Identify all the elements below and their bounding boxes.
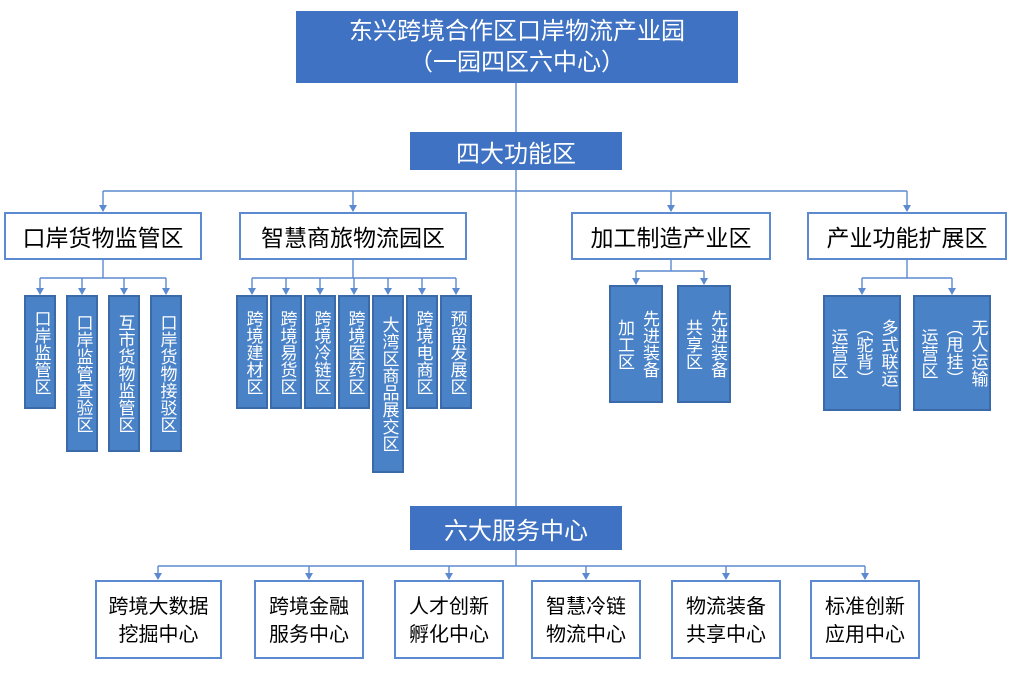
item-text: 大湾区商品展交区 [378, 316, 399, 452]
center-text: 物流中心 [546, 621, 626, 646]
arrowhead [632, 278, 640, 285]
service-centers-label: 六大服务中心 [444, 516, 588, 545]
arrowhead [722, 573, 730, 580]
item-building-materials: 跨境建材区 [236, 295, 268, 409]
center-text: 跨境金融 [269, 593, 349, 618]
arrowhead [316, 288, 324, 295]
center-text: 挖掘中心 [118, 621, 199, 646]
center-talent-innovation: 人才创新 孵化中心 [394, 580, 504, 659]
item-text: （驼背） [852, 319, 873, 387]
item-pharmaceutical: 跨境医药区 [338, 295, 370, 409]
item-text: 口岸监管查验区 [72, 314, 93, 433]
center-cross-border-big-data: 跨境大数据 挖掘中心 [95, 580, 222, 659]
item-text: 口岸监管区 [30, 309, 51, 395]
center-equipment-sharing: 物流装备 共享中心 [671, 580, 781, 659]
arrowhead [700, 278, 708, 285]
item-text: 口岸货物接驳区 [156, 314, 177, 433]
center-text: 跨境大数据 [108, 593, 209, 618]
item-text: 跨境医药区 [344, 309, 365, 395]
center-text: 标准创新 [825, 593, 905, 618]
arrowhead [99, 205, 107, 212]
item-text: 先进装备 [707, 310, 727, 378]
item-barter-trade: 跨境易货区 [270, 295, 302, 409]
zone-label: 加工制造产业区 [590, 226, 752, 252]
arrowhead [162, 288, 170, 295]
functional-areas-label: 四大功能区 [456, 139, 576, 168]
zone-label: 智慧商旅物流园区 [261, 226, 445, 252]
item-text: 运营区 [827, 327, 848, 379]
zone-label: 口岸货物监管区 [22, 226, 184, 252]
arrowhead [452, 288, 460, 295]
arrowhead [858, 288, 866, 295]
arrowhead [350, 288, 358, 295]
item-text: 跨境易货区 [276, 309, 297, 395]
item-text: （甩挂） [942, 319, 963, 387]
item-ecommerce: 跨境电商区 [406, 295, 438, 409]
item-port-transfer: 口岸货物接驳区 [150, 295, 182, 452]
arrowhead [445, 573, 453, 580]
item-text: 共享区 [682, 318, 702, 370]
center-cross-border-finance: 跨境金融 服务中心 [254, 580, 364, 659]
arrowhead [861, 573, 869, 580]
arrowhead [36, 288, 44, 295]
center-text: 人才创新 [409, 593, 489, 618]
arrowhead [248, 288, 256, 295]
item-text: 跨境建材区 [242, 309, 263, 395]
item-port-supervision: 口岸监管区 [24, 295, 56, 409]
park-title-line2: （一园四区六中心） [409, 48, 625, 76]
center-text: 孵化中心 [409, 621, 489, 646]
item-text: 跨境冷链区 [310, 309, 331, 395]
park-title: 东兴跨境合作区口岸物流产业园 （一园四区六中心） [296, 11, 738, 83]
zone-industry-expansion: 产业功能扩展区 [807, 212, 1007, 260]
item-text: 运营区 [917, 327, 938, 379]
service-centers-header: 六大服务中心 [410, 506, 622, 550]
arrowhead [582, 573, 590, 580]
zone-port-cargo-supervision: 口岸货物监管区 [4, 212, 202, 260]
center-text: 共享中心 [686, 621, 766, 646]
item-advanced-equipment-processing: 先进装备 加工区 [609, 285, 663, 403]
arrowhead [948, 288, 956, 295]
item-reserved-development: 预留发展区 [440, 295, 472, 409]
center-text: 应用中心 [825, 621, 905, 646]
arrowhead [349, 205, 357, 212]
arrowhead [120, 288, 128, 295]
item-unmanned-drop-trailer: 无人运输 （甩挂） 运营区 [913, 295, 991, 411]
item-text: 预留发展区 [446, 309, 467, 395]
center-text: 服务中心 [269, 621, 349, 646]
zone-smart-logistics-park: 智慧商旅物流园区 [239, 212, 467, 260]
item-greater-bay-exhibition: 大湾区商品展交区 [372, 295, 404, 473]
item-text: 多式联运 [877, 319, 898, 387]
arrowhead [384, 288, 392, 295]
zone-processing-manufacturing: 加工制造产业区 [571, 212, 771, 260]
center-smart-cold-chain: 智慧冷链 物流中心 [531, 580, 641, 659]
functional-areas-header: 四大功能区 [410, 132, 622, 170]
arrowhead [305, 573, 313, 580]
zone-label: 产业功能扩展区 [826, 226, 988, 252]
arrowhead [282, 288, 290, 295]
arrowhead [418, 288, 426, 295]
item-text: 跨境电商区 [412, 309, 433, 395]
arrowhead [78, 288, 86, 295]
item-port-inspection: 口岸监管查验区 [66, 295, 98, 452]
item-cold-chain: 跨境冷链区 [304, 295, 336, 409]
item-advanced-equipment-sharing: 先进装备 共享区 [677, 285, 731, 403]
arrowhead [903, 205, 911, 212]
arrowhead [154, 573, 162, 580]
item-text: 先进装备 [639, 310, 659, 378]
center-standard-innovation: 标准创新 应用中心 [810, 580, 920, 659]
item-border-trade-supervision: 互市货物监管区 [108, 295, 140, 452]
item-text: 加工区 [614, 318, 634, 370]
center-text: 物流装备 [686, 593, 766, 618]
arrowhead [667, 205, 675, 212]
item-multimodal-piggyback: 多式联运 （驼背） 运营区 [823, 295, 901, 411]
item-text: 无人运输 [967, 319, 988, 387]
item-text: 互市货物监管区 [114, 314, 135, 433]
park-title-line1: 东兴跨境合作区口岸物流产业园 [349, 17, 685, 45]
center-text: 智慧冷链 [546, 593, 626, 618]
